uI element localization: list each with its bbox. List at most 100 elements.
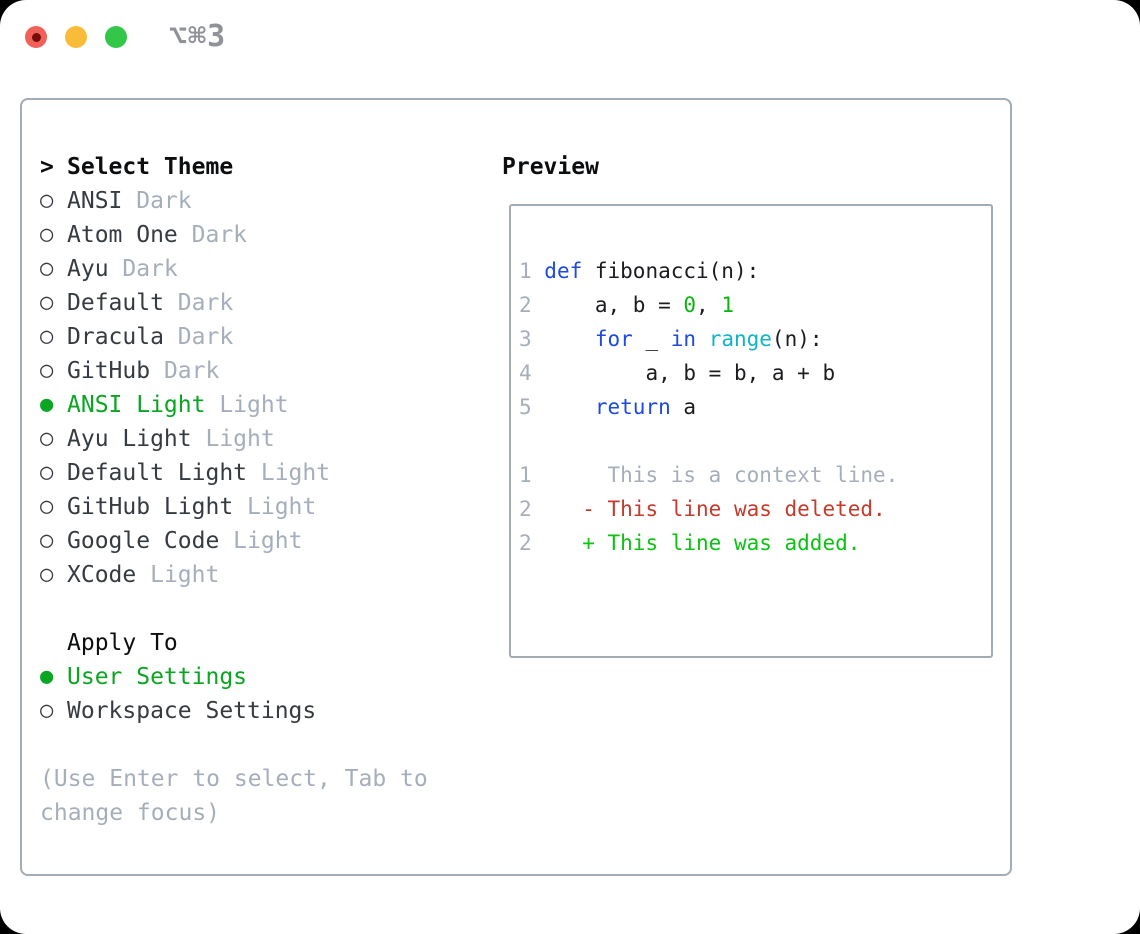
radio-unselected-icon: ○ xyxy=(40,528,54,553)
theme-variant-label: Light xyxy=(136,562,220,588)
select-theme-header: >Select Theme xyxy=(40,150,490,184)
code-line: 4 a, b = b, a + b xyxy=(519,356,991,390)
help-text-line-1: (Use Enter to select, Tab to xyxy=(40,766,428,792)
line-number: 3 xyxy=(519,327,532,351)
code-line-content: a, b = b, a + b xyxy=(544,356,835,390)
close-window-dot-icon xyxy=(31,32,41,42)
radio-selected-icon: ● xyxy=(40,664,54,689)
theme-option-ayu-light[interactable]: ○ Ayu Light Light xyxy=(40,422,490,456)
theme-option-github[interactable]: ○ GitHub Dark xyxy=(40,354,490,388)
theme-variant-label: Dark xyxy=(122,188,192,214)
theme-variant-label: Dark xyxy=(150,358,220,384)
code-line-content: def fibonacci(n): xyxy=(544,254,759,288)
code-line-content: for _ in range(n): xyxy=(544,322,823,356)
theme-variant-label: Light xyxy=(205,392,289,418)
theme-option-github-light[interactable]: ○GitHub Light Light xyxy=(40,490,490,524)
keyboard-shortcut-label: ⌥⌘3 xyxy=(169,19,227,54)
theme-option-label: ANSI xyxy=(67,188,123,214)
theme-option-default-light[interactable]: ○Default Light Light xyxy=(40,456,490,490)
theme-option-dracula[interactable]: ○Dracula Dark xyxy=(40,320,490,354)
help-text: (Use Enter to select, Tab to change focu… xyxy=(40,762,490,830)
token-plain: a, b = xyxy=(544,293,684,317)
theme-option-label: Default Light xyxy=(67,460,248,486)
theme-option-xcode[interactable]: ○ XCode Light xyxy=(40,558,490,592)
token-plain: _ xyxy=(632,327,671,351)
theme-option-label: Atom One xyxy=(67,222,178,248)
code-line: 3 for _ in range(n): xyxy=(519,322,991,356)
apply-list: ● User Settings ○Workspace Settings xyxy=(40,660,490,728)
token-keyword: for xyxy=(594,327,633,351)
radio-unselected-icon: ○ xyxy=(40,358,54,383)
token-plain xyxy=(544,531,582,555)
token-plain: a, b = b, a + b xyxy=(544,361,836,385)
titlebar: ⌥⌘3 xyxy=(25,19,227,54)
preview-gap xyxy=(519,424,991,458)
radio-unselected-icon: ○ xyxy=(40,426,54,451)
diff-line: 2 - This line was deleted. xyxy=(519,492,991,526)
theme-option-label: ANSI Light xyxy=(67,392,206,418)
token-plain xyxy=(696,327,709,351)
theme-variant-label: Dark xyxy=(108,256,178,282)
preview-title: Preview xyxy=(502,154,599,180)
token-deleted: - This line was deleted. xyxy=(582,497,886,521)
code-line-content: return a xyxy=(544,390,696,424)
radio-unselected-icon: ○ xyxy=(40,562,54,587)
theme-option-ansi[interactable]: ○ ANSI Dark xyxy=(40,184,490,218)
theme-variant-label: Light xyxy=(233,494,317,520)
apply-to-header: Apply To xyxy=(40,626,490,660)
theme-option-label: Ayu xyxy=(67,256,109,282)
code-line-content: a, b = 0, 1 xyxy=(544,288,734,322)
theme-variant-label: Light xyxy=(247,460,331,486)
token-plain: fibonacci(n): xyxy=(582,259,760,283)
apply-option-label: Workspace Settings xyxy=(67,698,317,724)
radio-unselected-icon: ○ xyxy=(40,256,54,281)
token-plain: , xyxy=(696,293,722,317)
diff-line: 1 This is a context line. xyxy=(519,458,991,492)
token-plain xyxy=(544,497,582,521)
theme-option-label: GitHub xyxy=(67,358,151,384)
token-number: 0 xyxy=(683,293,697,317)
token-context: This is a context line. xyxy=(544,463,899,487)
diff-line-content: + This line was added. xyxy=(544,526,860,560)
minimize-window-icon[interactable] xyxy=(65,26,87,48)
diff-line-content: This is a context line. xyxy=(544,458,899,492)
theme-option-atom-one[interactable]: ○ Atom One Dark xyxy=(40,218,490,252)
token-keyword: in xyxy=(670,327,697,351)
theme-picker-panel: >Select Theme ○ ANSI Dark ○ Atom One Dark ○ A… xyxy=(20,98,1012,876)
theme-option-google-code[interactable]: ○Google Code Light xyxy=(40,524,490,558)
theme-option-label: XCode xyxy=(67,562,137,588)
line-number: 4 xyxy=(519,361,532,385)
theme-option-ayu[interactable]: ○ Ayu Dark xyxy=(40,252,490,286)
theme-variant-label: Light xyxy=(191,426,275,452)
section-gap xyxy=(40,728,490,762)
theme-option-label: Dracula xyxy=(67,324,164,350)
theme-option-label: Ayu Light xyxy=(67,426,192,452)
close-window-icon[interactable] xyxy=(25,26,47,48)
diff-line-content: - This line was deleted. xyxy=(544,492,885,526)
apply-option-workspace-settings[interactable]: ○Workspace Settings xyxy=(40,694,490,728)
theme-variant-label: Dark xyxy=(177,222,248,248)
diff-line: 2 + This line was added. xyxy=(519,526,991,560)
token-added: + This line was added. xyxy=(582,531,861,555)
theme-option-label: GitHub Light xyxy=(67,494,234,520)
line-number: 2 xyxy=(519,497,532,521)
radio-unselected-icon: ○ xyxy=(40,188,54,213)
apply-option-label: User Settings xyxy=(67,664,248,690)
token-plain: a xyxy=(670,395,697,419)
line-number: 1 xyxy=(519,463,532,487)
section-gap xyxy=(40,592,490,626)
zoom-window-icon[interactable] xyxy=(105,26,127,48)
focus-caret-icon: > xyxy=(40,154,54,180)
theme-option-ansi-light[interactable]: ●ANSI Light Light xyxy=(40,388,490,422)
theme-variant-label: Dark xyxy=(163,324,234,350)
token-plain xyxy=(544,395,595,419)
theme-option-default[interactable]: ○Default Dark xyxy=(40,286,490,320)
apply-option-user-settings[interactable]: ● User Settings xyxy=(40,660,490,694)
radio-unselected-icon: ○ xyxy=(40,222,54,247)
line-number: 2 xyxy=(519,531,532,555)
line-number: 2 xyxy=(519,293,532,317)
